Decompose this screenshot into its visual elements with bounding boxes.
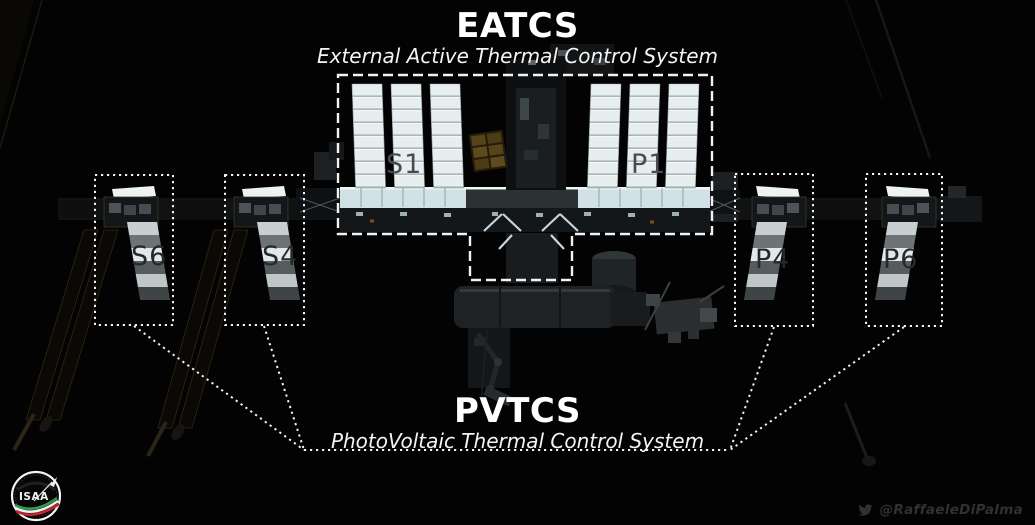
p4-highlight-box (734, 173, 814, 327)
watermark: @RaffaeleDiPalma (857, 502, 1023, 518)
truss-label-s4: S4 (262, 241, 299, 272)
logo-earth-arc (16, 481, 56, 492)
truss-label-p6: P6 (883, 244, 919, 275)
watermark-handle: @RaffaeleDiPalma (879, 502, 1023, 518)
truss-label-s6: S6 (131, 241, 168, 272)
solar-array-wings (0, 0, 932, 466)
truss-label-p4: P4 (755, 244, 791, 275)
twitter-bird-icon (858, 504, 873, 516)
s6-connector-line (133, 325, 305, 451)
s4-connector-line (263, 325, 305, 451)
logo-rocket-icon (50, 477, 57, 487)
logo-flag-green (14, 496, 58, 510)
main-truss-beam (58, 142, 982, 232)
eatcs-subtitle: External Active Thermal Control System (316, 44, 719, 68)
eatcs-title: EATCS (456, 6, 579, 46)
isaa-logo-badge: ISAA (10, 470, 62, 522)
logo-flag-red (15, 502, 60, 516)
pvtcs-title: PVTCS (454, 391, 581, 431)
s4-truss-segment (233, 186, 301, 300)
p6-truss-segment (874, 186, 937, 300)
logo-rocket-trail (33, 481, 53, 502)
truss-label-p1: P1 (631, 149, 667, 180)
p6-highlight-box (865, 173, 943, 327)
p1-radiator-array (587, 83, 700, 189)
isaa-logo-text: ISAA (19, 491, 49, 503)
truss-label-s1: S1 (386, 149, 423, 180)
pvtcs-subtitle: PhotoVoltaic Thermal Control System (330, 429, 705, 453)
s6-truss-segment (103, 186, 171, 300)
p4-truss-segment (743, 186, 807, 300)
p4-connector-line (729, 326, 775, 451)
p6-connector-line (729, 326, 905, 451)
center-station-modules (454, 44, 725, 407)
eatcs-boundary-box (336, 73, 714, 282)
logo-flag-white (14, 499, 59, 513)
s1-radiator-array (351, 83, 464, 189)
